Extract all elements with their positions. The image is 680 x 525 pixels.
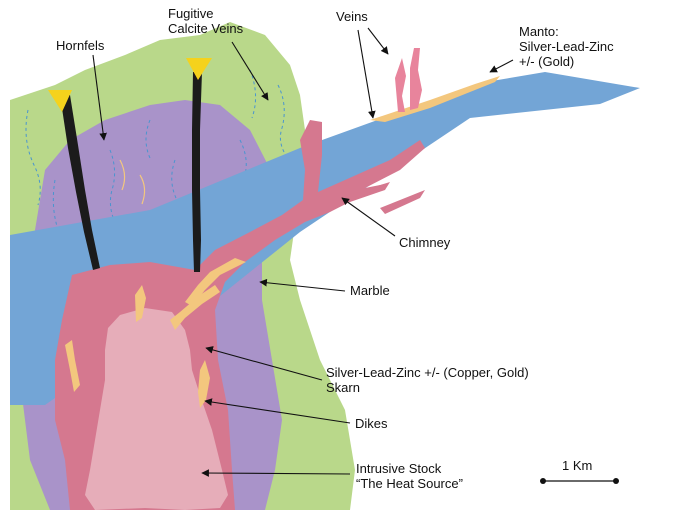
label-chimney: Chimney: [399, 235, 450, 250]
label-fugitive-calcite-veins: Fugitive Calcite Veins: [168, 6, 243, 36]
veins-arrow-b: [358, 30, 373, 118]
label-skarn: Silver-Lead-Zinc +/- (Copper, Gold) Skar…: [326, 365, 529, 395]
label-intrusive-stock: Intrusive Stock “The Heat Source”: [356, 461, 463, 491]
label-manto: Manto: Silver-Lead-Zinc +/- (Gold): [519, 24, 614, 69]
vein-right: [410, 48, 422, 110]
label-hornfels: Hornfels: [56, 38, 104, 53]
label-dikes: Dikes: [355, 416, 388, 431]
label-scale: 1 Km: [562, 458, 592, 473]
label-marble: Marble: [350, 283, 390, 298]
label-veins: Veins: [336, 9, 368, 24]
vein-left: [395, 58, 406, 112]
scale-bar: [540, 478, 619, 484]
manto-arrow: [490, 60, 513, 72]
chimney-arrow: [342, 198, 395, 236]
veins-arrow-a: [368, 28, 388, 54]
